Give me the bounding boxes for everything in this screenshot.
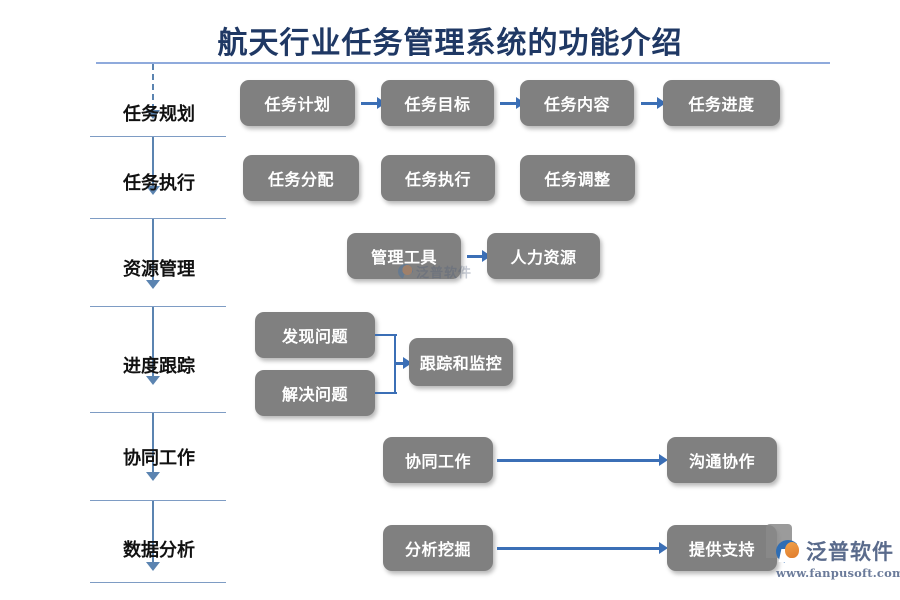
stage-label-resource-management: 资源管理 [123,259,195,280]
node-provide-support[interactable]: 提供支持 [667,525,777,571]
connector-r1-2 [500,102,517,105]
connector-r4-merge [396,362,404,365]
stage-label-data-analysis: 数据分析 [123,540,195,561]
brand-name: 泛普软件 [806,540,894,564]
spine-arrow-3 [146,280,160,289]
connector-r1-1 [361,102,378,105]
spine-arrow-6 [146,562,160,571]
connector-r6-1 [497,547,662,550]
connector-r1-3-head [657,97,666,109]
connector-r5-1-head [659,454,668,466]
row-separator-2 [90,218,226,219]
stage-label-progress-tracking: 进度跟踪 [123,356,195,377]
node-task-plan[interactable]: 任务计划 [240,80,355,126]
node-task-content[interactable]: 任务内容 [520,80,634,126]
brand-logo: 泛普软件 www.fanpusoft.com [776,536,900,580]
page-title: 航天行业任务管理系统的功能介绍 [217,26,683,61]
node-task-goal[interactable]: 任务目标 [381,80,494,126]
row-separator-1 [90,136,226,137]
spine-segment-6 [152,500,154,562]
connector-r3-1-head [482,250,491,262]
brand-url: www.fanpusoft.com [776,566,900,580]
connector-r4-merge-head [403,357,412,369]
spine-arrow-5 [146,472,160,481]
connector-r1-3 [641,102,658,105]
spine-segment-dashed [152,64,154,110]
bracket-stub-bottom [375,392,397,394]
brand-logo-row: 泛普软件 [776,536,894,566]
spine-arrow-4 [146,376,160,385]
spine-segment-5 [152,412,154,472]
stage-label-task-planning: 任务规划 [123,104,195,125]
row-separator-3 [90,306,226,307]
node-human-resources[interactable]: 人力资源 [487,233,600,279]
row-separator-6 [90,582,226,583]
node-task-progress[interactable]: 任务进度 [663,80,780,126]
node-collaborative-work[interactable]: 协同工作 [383,437,493,483]
spine-segment-2 [152,136,154,186]
node-task-assignment[interactable]: 任务分配 [243,155,359,201]
row-separator-4 [90,412,226,413]
node-task-execute[interactable]: 任务执行 [381,155,495,201]
node-track-and-monitor[interactable]: 跟踪和监控 [409,338,513,386]
node-discover-problem[interactable]: 发现问题 [255,312,375,358]
node-communication[interactable]: 沟通协作 [667,437,777,483]
spine-arrow-2 [146,186,160,195]
bracket-stub-top [375,334,397,336]
connector-r6-1-head [659,542,668,554]
stage-label-task-execution: 任务执行 [123,173,195,194]
spine-arrow-1 [146,110,160,119]
spine-segment-3 [152,218,154,280]
row-separator-5 [90,500,226,501]
connector-r3-1 [467,255,483,258]
merge-bracket-vertical [394,334,396,392]
fanpu-logo-icon [776,538,802,564]
stage-label-collaboration: 协同工作 [123,448,195,469]
spine-segment-4 [152,306,154,376]
node-task-adjustment[interactable]: 任务调整 [520,155,635,201]
node-analysis-mining[interactable]: 分析挖掘 [383,525,493,571]
title-underline [96,62,830,64]
node-management-tools[interactable]: 管理工具 [347,233,461,279]
connector-r5-1 [497,459,662,462]
node-solve-problem[interactable]: 解决问题 [255,370,375,416]
